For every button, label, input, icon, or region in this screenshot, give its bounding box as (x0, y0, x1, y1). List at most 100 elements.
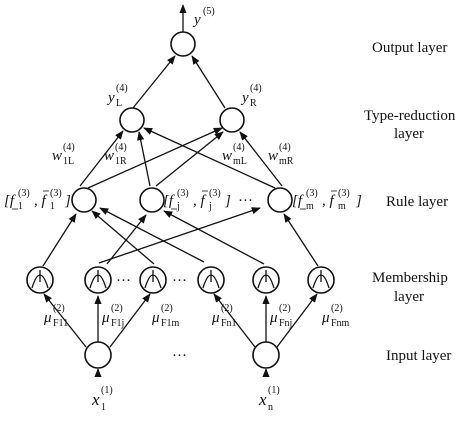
membership-node-5 (252, 266, 280, 294)
rule-ellipsis: ··· (238, 193, 253, 209)
nodes (26, 31, 335, 369)
y-r-label: y R (4) (240, 83, 262, 109)
membership-node-3 (139, 266, 167, 294)
rule-node-1 (71, 187, 97, 213)
weight-1r-label: w 1R (4) (104, 142, 127, 167)
gaussian-icon (31, 270, 49, 289)
svg-text:x: x (91, 390, 100, 409)
output-value-label: y (5) (192, 6, 215, 28)
svg-text:mR: mR (279, 156, 294, 167)
svg-text:F1j: F1j (111, 318, 124, 329)
x1-label: x 1 (1) (91, 385, 113, 413)
edge-x1-m3 (109, 293, 151, 348)
svg-text:m: m (306, 201, 314, 212)
svg-text:F11: F11 (53, 318, 68, 329)
svg-text:1R: 1R (115, 156, 127, 167)
svg-text:(2): (2) (111, 303, 123, 314)
membership-node-1 (26, 266, 54, 294)
svg-text:Fn1: Fn1 (221, 318, 237, 329)
svg-text:j: j (176, 201, 180, 212)
svg-text:(2): (2) (53, 303, 65, 314)
input-layer-label: Input layer (386, 348, 451, 364)
rule-m-interval: [f m (3) , f m (3) ] (292, 188, 362, 212)
rule-layer-label: Rule layer (386, 194, 448, 210)
edge-xn-m6 (276, 293, 318, 348)
gaussian-icon (202, 270, 220, 289)
edge-m1-r1 (42, 213, 77, 267)
svg-text:F1m: F1m (161, 318, 180, 329)
svg-text:1L: 1L (63, 156, 74, 167)
svg-text:(5): (5) (203, 6, 215, 17)
edge-rj-yl (137, 131, 151, 187)
input-node-n (252, 341, 280, 369)
math-labels: y (5) y L (4) y R (4) w 1L (4) w 1R (4) … (4, 6, 362, 413)
edge-m5-rj (163, 210, 265, 265)
gaussian-icon (312, 270, 330, 289)
svg-text:μ: μ (43, 310, 52, 326)
svg-text:, f: , f (193, 193, 207, 209)
svg-text:x: x (258, 390, 267, 409)
svg-text:w: w (104, 148, 114, 164)
membership-node-4 (197, 266, 225, 294)
svg-text:(2): (2) (161, 303, 173, 314)
svg-text:[f: [f (163, 193, 175, 209)
svg-text:L: L (116, 98, 122, 109)
gaussian-icon (144, 270, 162, 289)
svg-text:(4): (4) (63, 142, 75, 153)
svg-text:, f: , f (34, 193, 48, 209)
svg-text:(3): (3) (18, 188, 30, 199)
svg-text:μ: μ (211, 310, 220, 326)
input-node-1 (84, 341, 112, 369)
edge-m4-r1 (99, 207, 205, 263)
weight-1l-label: w 1L (4) (52, 142, 75, 167)
svg-text:(4): (4) (279, 142, 291, 153)
svg-text:(3): (3) (209, 188, 221, 199)
membership-label-line1: Membership (372, 270, 448, 286)
svg-text:]: ] (64, 193, 71, 209)
svg-text:y: y (192, 12, 201, 28)
svg-text:μ: μ (269, 310, 278, 326)
svg-text:μ: μ (101, 310, 110, 326)
svg-text:(1): (1) (268, 385, 280, 396)
svg-text:(2): (2) (279, 303, 291, 314)
svg-text:]: ] (355, 193, 362, 209)
mu-f11-label: μ F11 (2) (43, 303, 68, 329)
svg-text:Fnj: Fnj (279, 318, 292, 329)
svg-text:(3): (3) (50, 188, 62, 199)
mu-fn1-label: μ Fn1 (2) (211, 303, 237, 329)
edge-xn-m4 (213, 293, 256, 348)
edge-m2-rj (106, 214, 147, 265)
type-reduction-label-line1: Type-reduction (364, 108, 456, 124)
mu-f1m-label: μ F1m (2) (151, 303, 180, 329)
gaussian-icon (89, 270, 107, 289)
edge-m6-rm (283, 213, 319, 267)
svg-text:(2): (2) (221, 303, 233, 314)
svg-text:(3): (3) (177, 188, 189, 199)
svg-text:μ: μ (321, 310, 330, 326)
edge-yl-output (132, 55, 176, 109)
svg-text:]: ] (224, 193, 231, 209)
edges (42, 4, 319, 378)
membership-label-line2: layer (394, 289, 424, 305)
edge-r1-yr (87, 127, 223, 189)
rule-j-interval: [f j (3) , f j (3) ] (163, 188, 231, 212)
weight-ml-label: w mL (4) (222, 142, 247, 167)
rule-1-interval: [f 1 (3) , f 1 (3) ] (4, 188, 71, 212)
type-reduction-node-right (219, 107, 245, 133)
svg-text:(2): (2) (331, 303, 343, 314)
edge-rj-yr (155, 131, 224, 187)
svg-text:w: w (222, 148, 232, 164)
membership-ellipsis-2: ··· (172, 273, 187, 289)
type-reduction-label-line2: layer (394, 126, 424, 142)
edge-x1-m1 (43, 293, 87, 348)
edge-rm-yr (239, 131, 283, 187)
output-layer-label: Output layer (372, 40, 447, 56)
layer-labels: Output layer Type-reduction layer Rule l… (364, 40, 456, 364)
svg-text:(4): (4) (116, 83, 128, 94)
svg-text:(3): (3) (306, 188, 318, 199)
edge-yr-output (191, 55, 226, 109)
svg-text:(4): (4) (250, 83, 262, 94)
edge-m3-r1 (91, 210, 155, 265)
